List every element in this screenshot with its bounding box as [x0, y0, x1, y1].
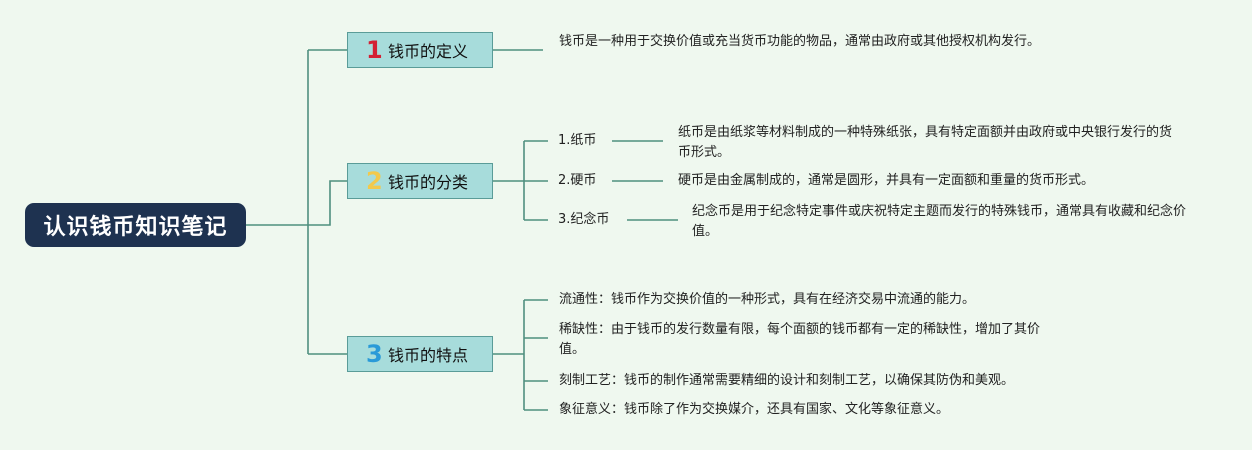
- branch-definition[interactable]: 1 钱币的定义: [347, 32, 493, 68]
- root-title: 认识钱币知识笔记: [43, 215, 228, 240]
- branch-label: 钱币的定义: [388, 42, 469, 61]
- branch-categories[interactable]: 2 钱币的分类: [347, 163, 493, 199]
- feature-item: 象征意义：钱币除了作为交换媒介，还具有国家、文化等象征意义。: [559, 402, 950, 417]
- feature-item: 稀缺性：由于钱币的发行数量有限，每个面额的钱币都有一定的稀缺性，增加了其价值。: [559, 322, 1041, 357]
- branch-number-3: 3: [366, 340, 383, 368]
- category-label-paper[interactable]: 1.纸币: [558, 133, 597, 148]
- definition-text: 钱币是一种用于交换价值或充当货币功能的物品，通常由政府或其他授权机构发行。: [559, 34, 1041, 49]
- branch-label: 钱币的特点: [388, 346, 469, 365]
- branch-features[interactable]: 3 钱币的特点: [347, 336, 493, 372]
- category-text-coin: 硬币是由金属制成的，通常是圆形，并具有一定面额和重量的货币形式。: [678, 173, 1095, 188]
- feature-item: 流通性：钱币作为交换价值的一种形式，具有在经济交易中流通的能力。: [559, 292, 976, 307]
- category-label-commemorative[interactable]: 3.纪念币: [558, 212, 610, 227]
- feature-item: 刻制工艺：钱币的制作通常需要精细的设计和刻制工艺，以确保其防伪和美观。: [559, 373, 1015, 388]
- category-text-commemorative: 纪念币是用于纪念特定事件或庆祝特定主题而发行的特殊钱币，通常具有收藏和纪念价值。: [692, 204, 1187, 239]
- category-label-coin[interactable]: 2.硬币: [558, 173, 597, 188]
- branch-label: 钱币的分类: [388, 173, 469, 192]
- root-topic[interactable]: 认识钱币知识笔记: [25, 203, 246, 247]
- connector-b2: [308, 180, 347, 226]
- branch-number-2: 2: [366, 167, 383, 195]
- category-text-paper: 纸币是由纸浆等材料制成的一种特殊纸张，具有特定面额并由政府或中央银行发行的货币形…: [678, 125, 1173, 160]
- branch-number-1: 1: [366, 36, 383, 64]
